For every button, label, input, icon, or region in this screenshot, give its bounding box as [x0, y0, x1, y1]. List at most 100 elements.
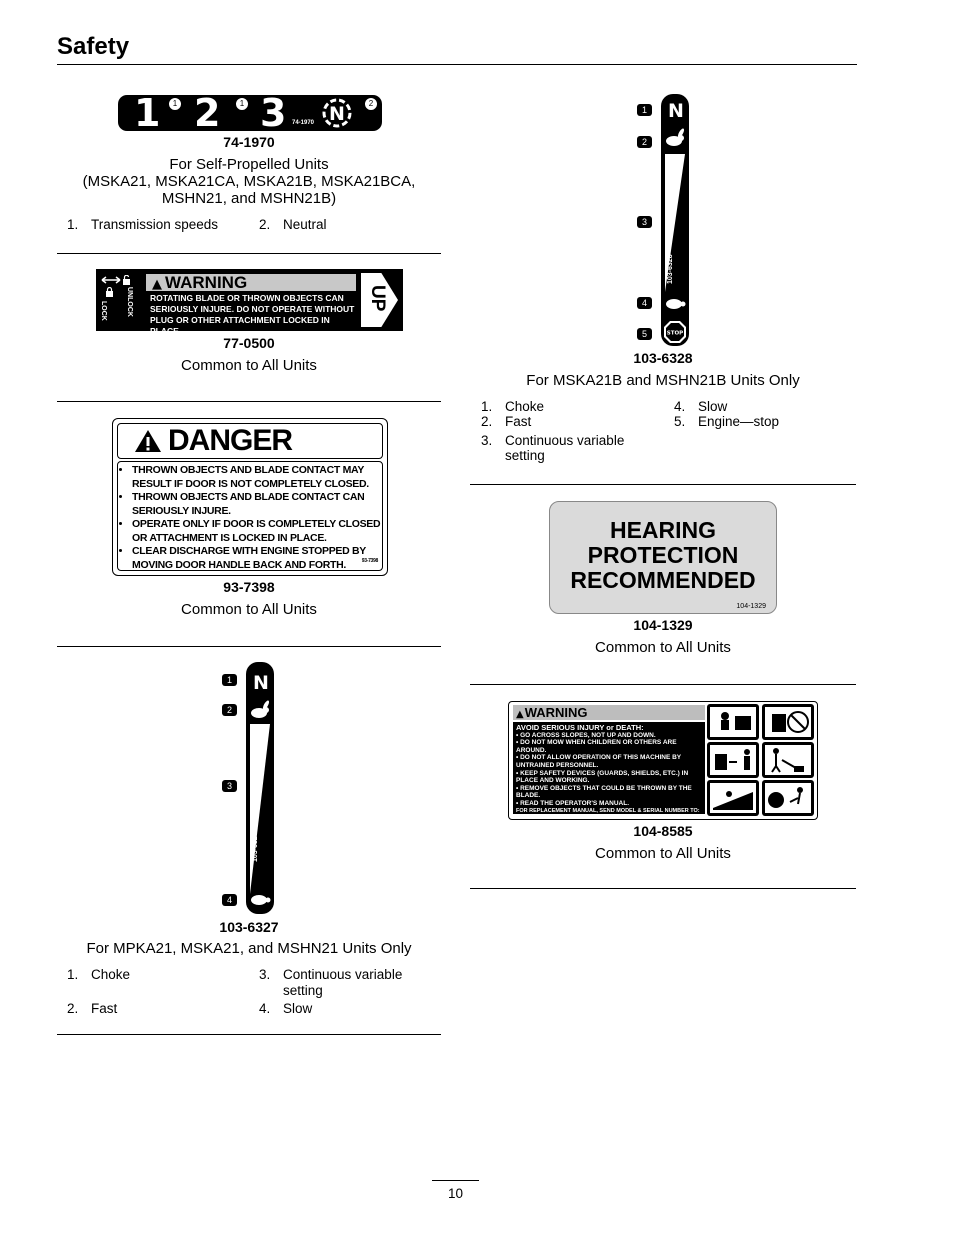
decal-caption: For MPKA21, MSKA21, and MSHN21 Units Onl… — [86, 940, 412, 957]
legend-item: 4.Slow — [674, 399, 727, 415]
danger-body: THROWN OBJECTS AND BLADE CONTACT MAY RES… — [117, 461, 383, 571]
neutral-letter: N — [329, 103, 345, 125]
legend-num: 2. — [67, 1001, 79, 1016]
turtle-icon — [666, 299, 686, 309]
decal-caption: For MSKA21B and MSHN21B Units Only — [526, 372, 800, 389]
legend-text-cont: setting — [283, 983, 323, 998]
section-divider — [470, 888, 856, 889]
caption-line: MSHN21, and MSHN21B) — [161, 190, 337, 207]
decal-code: 74-1970 — [223, 134, 275, 150]
warning-heading-text: WARNING — [165, 273, 248, 292]
legend-item: 3. Continuous variable — [481, 433, 624, 449]
legend-num: 5. — [674, 414, 686, 429]
caption-line: For Self-Propelled Units — [169, 156, 329, 173]
warning-line: EXMARK MFG. CO., P.O. BOX 808, BEATRICE,… — [516, 814, 686, 821]
hearing-text: HEARING PROTECTION RECOMMENDED — [550, 518, 776, 593]
callout-marker: 1 — [235, 97, 249, 111]
danger-bullet: CLEAR DISCHARGE WITH ENGINE STOPPED BY M… — [132, 545, 382, 572]
warning-line: • READ THE OPERATOR'S MANUAL. — [516, 799, 630, 807]
up-arrow-icon: UP — [361, 273, 398, 327]
legend-item: 5. Engine—stop — [674, 414, 779, 430]
legend-text: Continuous variable — [505, 433, 625, 448]
neutral-icon: N — [322, 98, 352, 128]
section-divider — [470, 484, 856, 485]
warning-line: • REMOVE OBJECTS THAT COULD BE THROWN BY… — [516, 784, 692, 800]
hearing-line: PROTECTION — [587, 542, 739, 568]
warning-heading-text: WARNING — [524, 705, 588, 720]
warning-line: • GO ACROSS SLOPES, NOT UP AND DOWN. — [516, 731, 656, 739]
decal-code: 103-6328 — [633, 350, 693, 366]
throttle-wedge — [250, 724, 270, 894]
pictogram-icon — [762, 780, 814, 816]
pictogram-icon — [707, 780, 759, 816]
legend-item: 2. Neutral — [259, 217, 327, 233]
strip-code: 103-6328 — [667, 254, 674, 284]
legend-text: Neutral — [283, 217, 327, 232]
warning-line: ROTATING BLADE OR THROWN OBJECTS CAN — [150, 293, 344, 303]
throttle-strip: N 103-6327 — [246, 662, 274, 914]
page-number: 10 — [447, 1186, 464, 1201]
decal-code: 77-0500 — [223, 335, 275, 351]
decal-caption: Common to All Units — [181, 357, 317, 374]
callout-marker: 3 — [222, 780, 237, 792]
decal-104-1329-image: HEARING PROTECTION RECOMMENDED 104-1329 — [549, 501, 777, 614]
callout-marker: 2 — [364, 97, 378, 111]
section-divider — [57, 646, 441, 647]
legend-text: Choke — [91, 967, 131, 982]
callout-marker: 4 — [637, 297, 652, 309]
decal-74-1970-image: 1 1 2 1 3 74-1970 N 2 — [118, 91, 382, 135]
danger-triangle-icon — [135, 430, 161, 452]
warning-line: • DO NOT MOW WHEN CHILDREN OR OTHERS ARE… — [516, 739, 677, 754]
double-arrow-icon — [101, 276, 121, 284]
warning-line: • DO NOT ALLOW OPERATION OF THIS MACHINE… — [516, 754, 682, 769]
stop-sign-icon: STOP — [664, 321, 686, 343]
legend-num: 3. — [481, 433, 493, 448]
pictogram-icon — [762, 742, 814, 778]
warning-triangle-icon: ▲ — [516, 709, 524, 720]
warning-triangle-icon: ▲ — [152, 277, 162, 292]
pictogram-icon — [762, 704, 814, 740]
warning-heading: ▲WARNING — [146, 273, 356, 292]
unlock-icon — [123, 275, 130, 285]
legend-item: 3.Continuous variable — [259, 967, 402, 983]
legend-item: 1.Transmission speeds — [67, 217, 218, 233]
callout-marker: 1 — [637, 104, 652, 116]
strip-code: 103-6327 — [252, 832, 259, 862]
decal-small-code: 74-1970 — [292, 120, 315, 126]
throttle-strip: N 103-6328 STOP — [661, 94, 689, 346]
danger-bullet: THROWN OBJECTS AND BLADE CONTACT MAY RES… — [132, 464, 382, 491]
legend-num: 4. — [259, 1001, 271, 1016]
legend-text: Transmission speeds — [91, 217, 219, 232]
stop-label: STOP — [667, 331, 683, 337]
callout-marker: 2 — [637, 136, 652, 148]
decal-77-0500-image: LOCK UNLOCK ▲WARNING ROTATING BLADE OR T… — [96, 269, 403, 336]
decal-104-8585-image: ▲WARNING AVOID SERIOUS INJURY or DEATH: … — [508, 701, 818, 820]
legend-num: 3. — [259, 967, 271, 982]
legend-text: Fast — [505, 414, 532, 429]
rabbit-icon — [666, 128, 685, 146]
pictogram-icon — [707, 704, 759, 740]
section-divider — [57, 253, 441, 254]
title-rule — [57, 64, 857, 65]
legend-num: 1. — [67, 967, 79, 982]
speed-digit: 2 — [194, 91, 221, 135]
legend-item: 4. Slow — [259, 1001, 312, 1017]
legend-text: Engine—stop — [698, 414, 780, 429]
legend-text: Slow — [283, 1001, 313, 1016]
decal-code: 93-7398 — [223, 579, 275, 595]
decal-small-code: 93-7398 — [361, 557, 379, 564]
legend-num: 1. — [481, 399, 493, 414]
legend-item: 1.Choke — [481, 399, 544, 415]
caption-line: (MSKA21, MSKA21CA, MSKA21B, MSKA21BCA, — [82, 173, 416, 190]
speed-digit: 3 — [260, 91, 287, 135]
callout-marker: 5 — [637, 328, 652, 340]
hearing-line: RECOMMENDED — [570, 567, 756, 593]
legend-text: Fast — [91, 1001, 118, 1016]
warning-text: ROTATING BLADE OR THROWN OBJECTS CAN SER… — [150, 293, 360, 337]
warning-line: AVOID SERIOUS INJURY or DEATH: — [516, 723, 644, 732]
warning-line: • KEEP SAFETY DEVICES (GUARDS, SHIELDS, … — [516, 769, 689, 785]
legend-num: 2. — [259, 217, 271, 232]
callout-marker: 4 — [222, 894, 237, 906]
pictogram-icon — [707, 742, 759, 778]
turtle-icon — [251, 895, 271, 905]
